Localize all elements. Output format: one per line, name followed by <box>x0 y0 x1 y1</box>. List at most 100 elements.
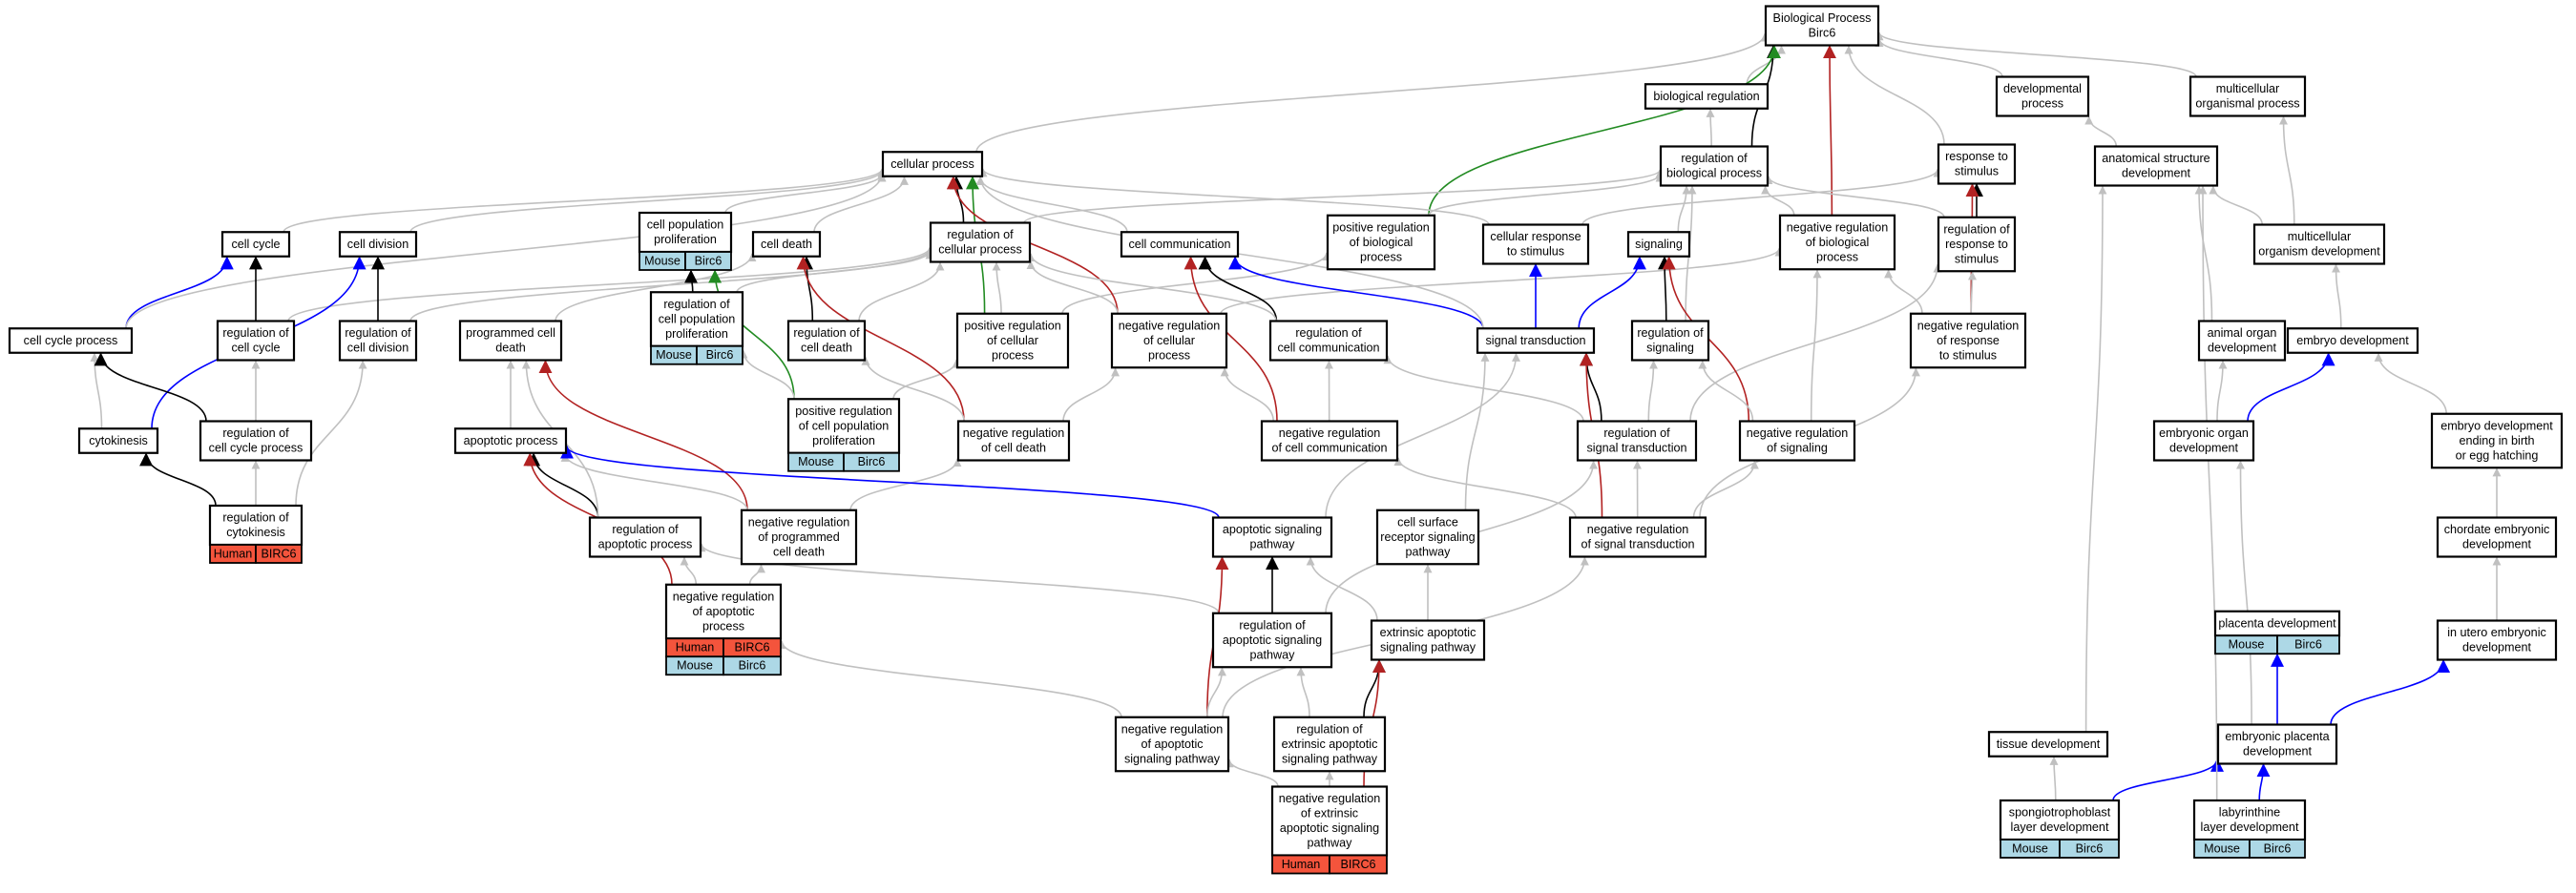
relation-edge <box>1306 556 1378 621</box>
go-term-box <box>2093 145 2219 187</box>
go-term-cell-cycle[interactable]: cell cycle <box>220 231 291 258</box>
relation-edge <box>2084 115 2118 147</box>
go-term-label-line: Birc6 <box>1809 27 1836 40</box>
go-term-cytokinesis[interactable]: cytokinesis <box>77 427 159 454</box>
go-term-label-line: biological process <box>1666 167 1762 180</box>
go-term-label-line: of apoptotic <box>692 605 754 618</box>
go-term-signal-transduction[interactable]: signal transduction <box>1476 327 1596 354</box>
gene-cell <box>255 544 303 564</box>
relation-edge <box>283 168 887 233</box>
edge-red <box>538 360 748 510</box>
go-term-label-line: apoptotic signaling <box>1280 821 1379 835</box>
edge-gray <box>736 250 934 293</box>
go-term-embryo-development[interactable]: embryo development <box>2286 327 2419 354</box>
go-term-regulation-of-biological-process[interactable]: regulation of biological process <box>1659 145 1770 187</box>
go-term-cellular-process[interactable]: cellular process <box>881 151 984 177</box>
go-term-cell-communication[interactable]: cell communication <box>1120 231 1240 258</box>
edge-black <box>1198 256 1278 322</box>
go-term-tissue-development[interactable]: tissue development <box>1987 731 2109 758</box>
go-term-apoptotic-process[interactable]: apoptotic process <box>453 427 568 454</box>
edge-gray <box>748 564 765 585</box>
go-term-biological-regulation[interactable]: biological regulation <box>1644 83 1770 110</box>
edge-gray <box>858 261 945 322</box>
go-term-box <box>2436 619 2558 661</box>
go-term-cell-death[interactable]: cell death <box>751 231 822 258</box>
relation-edge <box>1026 260 1119 314</box>
relation-edge <box>2198 185 2218 801</box>
relation-edge <box>139 452 217 507</box>
go-term-label-line: labyrinthine <box>2219 806 2280 820</box>
go-term-label-line: organism development <box>2258 245 2380 259</box>
go-term-box <box>1987 731 2109 758</box>
go-term-signaling[interactable]: signaling <box>1626 231 1691 258</box>
go-term-label-line: regulation of <box>1681 152 1748 165</box>
go-term-label-line: of cellular <box>1143 334 1195 347</box>
go-term-cell-cycle-process[interactable]: cell cycle process <box>8 327 134 354</box>
edge-gray <box>777 640 1122 718</box>
edge-gray <box>1884 269 1923 314</box>
go-term-cell-division[interactable]: cell division <box>338 231 418 258</box>
go-term-label-line: multicellular <box>2216 82 2280 95</box>
go-term-label-line: negative regulation <box>1917 319 2019 332</box>
edge-gray <box>2332 263 2342 329</box>
edge-gray <box>1023 169 1665 224</box>
go-term-label-line: of cellular <box>987 334 1038 347</box>
go-term-label-line: cell cycle <box>231 342 280 355</box>
go-term-label-line: cell division <box>347 342 408 355</box>
go-term-label-line: positive regulation <box>1332 220 1430 234</box>
gene-label: BIRC6 <box>1340 858 1375 871</box>
relation-edge <box>975 32 1770 153</box>
go-term-label-line: response to <box>1945 238 2008 251</box>
relation-edge <box>90 352 103 429</box>
